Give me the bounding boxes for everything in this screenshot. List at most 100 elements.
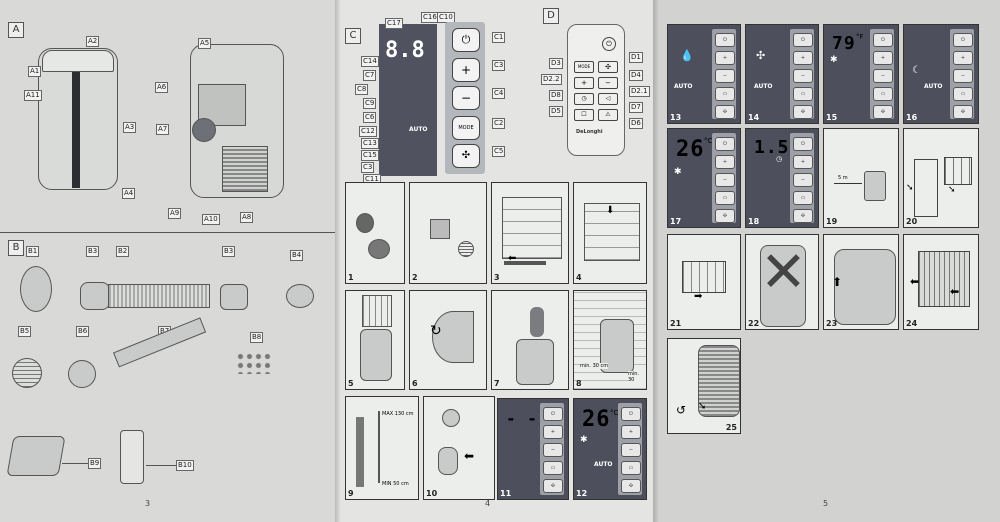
- page-number-5: 5: [823, 499, 829, 508]
- window-kit-illustration: [113, 317, 207, 368]
- label-d5: D5: [549, 106, 563, 117]
- fig17-power-icon: ⏻: [715, 137, 735, 151]
- fig16-minus-icon: −: [953, 69, 973, 83]
- label-b10: B10: [176, 460, 194, 471]
- remote-plus-button[interactable]: +: [574, 77, 594, 89]
- arrow-icon-20b: ➘: [948, 185, 956, 195]
- figure-18-display: 1.5 h ◷ ⏻ + − ▭ ✣ 18: [745, 128, 819, 228]
- figure-7: 7: [491, 290, 569, 390]
- label-b4: B4: [290, 250, 304, 261]
- remote-sleep-button[interactable]: ☐: [574, 109, 594, 121]
- arrow-down-icon: ⬇: [606, 205, 615, 216]
- unit-front-stripe: [72, 60, 80, 188]
- remote-mode-button[interactable]: MODE: [574, 61, 594, 73]
- label-c7: C7: [363, 70, 377, 81]
- unit-back-grille: [222, 146, 268, 192]
- fig15-power-icon: ⏻: [873, 33, 893, 47]
- label-a10: A10: [202, 214, 220, 225]
- arrow-icon-24a: ⬅: [910, 275, 920, 288]
- figure-19: 5 m 19: [823, 128, 899, 228]
- fig18-power-icon: ⏻: [793, 137, 813, 151]
- fig13-mode-icon: ▭: [715, 87, 735, 101]
- fig11-plus-icon: +: [543, 425, 563, 439]
- remote-timer-button[interactable]: ◷: [574, 93, 594, 105]
- fig13-minus-icon: −: [715, 69, 735, 83]
- fig16-power-icon: ⏻: [953, 33, 973, 47]
- mode-button[interactable]: MODE: [452, 116, 480, 140]
- label-d1: D1: [629, 52, 643, 63]
- label-b2: B2: [116, 246, 130, 257]
- fig15-minus-icon: −: [873, 69, 893, 83]
- figure-7-number: 7: [494, 379, 500, 388]
- fan-button[interactable]: ✣: [452, 144, 480, 168]
- label-c8: C8: [355, 84, 369, 95]
- drop-icon: 💧: [680, 49, 694, 62]
- fig18-plus-icon: +: [793, 155, 813, 169]
- arrow-icon-20a: ➘: [906, 183, 914, 193]
- remote-swing-button[interactable]: ◁: [598, 93, 618, 105]
- fig16-plus-icon: +: [953, 51, 973, 65]
- figure-17-display: 26 °C ✱ ⏻ + − ▭ ✣ 17: [667, 128, 741, 228]
- figure-20: ➘ ➘ 20: [903, 128, 979, 228]
- fan-icon: ✣: [756, 49, 766, 62]
- figure-5: 5: [345, 290, 405, 390]
- section-c-letter: C: [345, 28, 361, 44]
- remote-control: ⏻ MODE ✣ + − ◷ ◁ ☐ ⚠ DeLonghi: [567, 24, 625, 156]
- figure-12-number: 12: [576, 489, 588, 498]
- fig11-power-icon: ⏻: [543, 407, 563, 421]
- fig17-minus-icon: −: [715, 173, 735, 187]
- figure-22-number: 22: [748, 319, 760, 328]
- figure-21-number: 21: [670, 319, 682, 328]
- remote-eco-button[interactable]: ⚠: [598, 109, 618, 121]
- arrow-icon: ⬅: [464, 449, 475, 463]
- leader-b10: [146, 465, 176, 466]
- label-a9: A9: [168, 208, 182, 219]
- label-b9: B9: [88, 458, 102, 469]
- fig12-fan-icon: ✣: [621, 479, 641, 493]
- figure-12-display: 26 °C ✱ AUTO ⏻ + − ▭ ✣ 12: [573, 398, 647, 500]
- figure-20-number: 20: [906, 217, 918, 226]
- figure-16-display: ☾ AUTO ⏻ + − ▭ ✣ 16: [903, 24, 979, 124]
- fig13-fan-icon: ✣: [715, 105, 735, 119]
- fig14-mode-icon: ▭: [793, 87, 813, 101]
- plus-button[interactable]: +: [452, 58, 480, 82]
- label-a5: A5: [198, 38, 212, 49]
- figure-18-digits: 1.5: [754, 137, 790, 158]
- figure-9-dim-a: MAX 130 cm: [382, 411, 414, 417]
- fig17-plus-icon: +: [715, 155, 735, 169]
- figure-24-number: 24: [906, 319, 918, 328]
- remote-minus-button[interactable]: −: [598, 77, 618, 89]
- figure-15-digits: 79: [832, 33, 856, 54]
- remote-illustration: [120, 430, 144, 484]
- arrow-icon-24b: ⬅: [950, 285, 960, 298]
- arrow-icon-25: ➘: [698, 401, 707, 412]
- section-divider: [0, 232, 335, 233]
- label-b8: B8: [250, 332, 264, 343]
- figure-13-number: 13: [670, 113, 682, 122]
- fig18-fan-icon: ✣: [793, 209, 813, 223]
- label-d6: D6: [629, 118, 643, 129]
- figure-8-dim-a: min. 30 cm: [580, 363, 609, 369]
- fig14-power-icon: ⏻: [793, 33, 813, 47]
- rotate-arrow-icon: ↻: [430, 323, 442, 339]
- figure-4-number: 4: [576, 273, 582, 282]
- unit-back-exhaust: [192, 118, 216, 142]
- label-c9: C9: [363, 98, 377, 109]
- figure-14-auto: AUTO: [754, 83, 773, 90]
- figure-15-number: 15: [826, 113, 838, 122]
- section-d-letter: D: [543, 8, 559, 24]
- remote-fan-button[interactable]: ✣: [598, 61, 618, 73]
- control-panel-display: 8.8 AUTO: [379, 24, 437, 176]
- label-d2-2: D2.2: [541, 74, 562, 85]
- label-c4: C4: [492, 88, 506, 99]
- figure-10: ⬅ 10: [423, 396, 495, 500]
- figure-12-digits: 26: [582, 407, 611, 432]
- label-a1: A1: [28, 66, 42, 77]
- page-3: A A2 A1 A11 A3 A4 A5 A6 A7 A8 A9 A10 B B…: [0, 0, 335, 522]
- remote-power-button[interactable]: ⏻: [602, 37, 616, 51]
- fig15-fan-icon: ✣: [873, 105, 893, 119]
- fig14-plus-icon: +: [793, 51, 813, 65]
- figure-11-number: 11: [500, 489, 512, 498]
- power-button[interactable]: ⏻: [452, 28, 480, 52]
- minus-button[interactable]: −: [452, 86, 480, 110]
